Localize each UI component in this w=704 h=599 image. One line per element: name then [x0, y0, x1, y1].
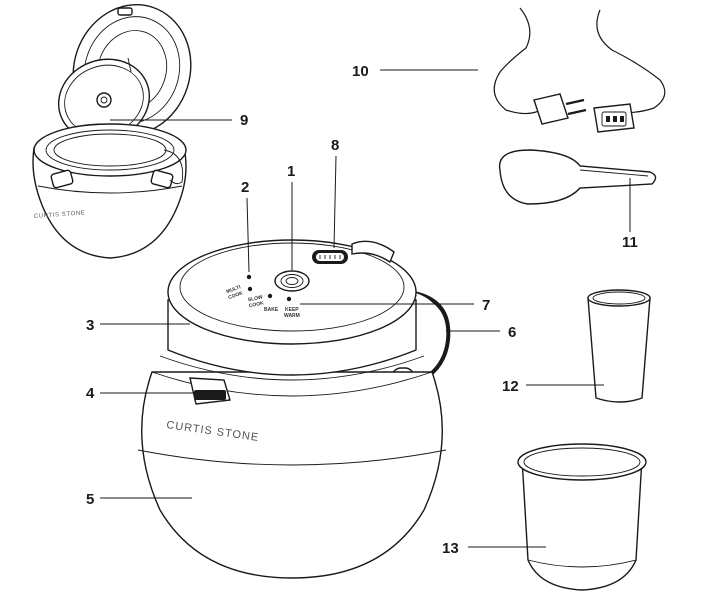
measuring-cup-illustration — [587, 289, 651, 403]
steam-vent — [312, 250, 348, 264]
multi-cook-label-line2: COOK — [228, 290, 245, 301]
bake-label: BAKE — [264, 307, 279, 313]
callout-5: 5 — [86, 491, 94, 508]
callout-11: 11 — [622, 234, 638, 251]
inner-pot-illustration — [517, 443, 647, 591]
slow-cook-label-line2: COOK — [248, 300, 264, 309]
rice-paddle-illustration — [498, 149, 657, 205]
small-cooker-brand-text: CURTIS STONE — [34, 210, 86, 220]
callout-10: 10 — [352, 63, 369, 80]
lid-latch — [189, 377, 231, 405]
control-dial — [274, 270, 310, 292]
open-lid-cooker-illustration: CURTIS STONE — [32, 4, 192, 259]
multi-cook-label-line1: MULTI — [226, 284, 243, 295]
power-cord-illustration — [493, 7, 666, 133]
callout-12: 12 — [502, 378, 519, 395]
callout-2: 2 — [241, 179, 249, 196]
callout-13: 13 — [442, 540, 459, 557]
keep-warm-label-line2: WARM — [284, 313, 300, 319]
slow-cook-label-line1: SLOW — [247, 294, 263, 303]
callout-8: 8 — [331, 137, 339, 154]
callout-4: 4 — [86, 385, 95, 402]
main-cooker-illustration: MULTI COOK SLOW COOK BAKE KEEP WARM CURT… — [137, 239, 451, 579]
callout-3: 3 — [86, 317, 94, 334]
control-panel: MULTI COOK SLOW COOK BAKE KEEP WARM — [226, 274, 300, 319]
keep-warm-label-line1: KEEP — [285, 307, 299, 313]
callout-6: 6 — [508, 324, 516, 341]
callouts: 1 2 8 9 10 11 3 7 6 4 12 5 13 — [86, 63, 638, 557]
callout-7: 7 — [482, 297, 490, 314]
callout-9: 9 — [240, 112, 248, 129]
callout-1: 1 — [287, 163, 295, 180]
